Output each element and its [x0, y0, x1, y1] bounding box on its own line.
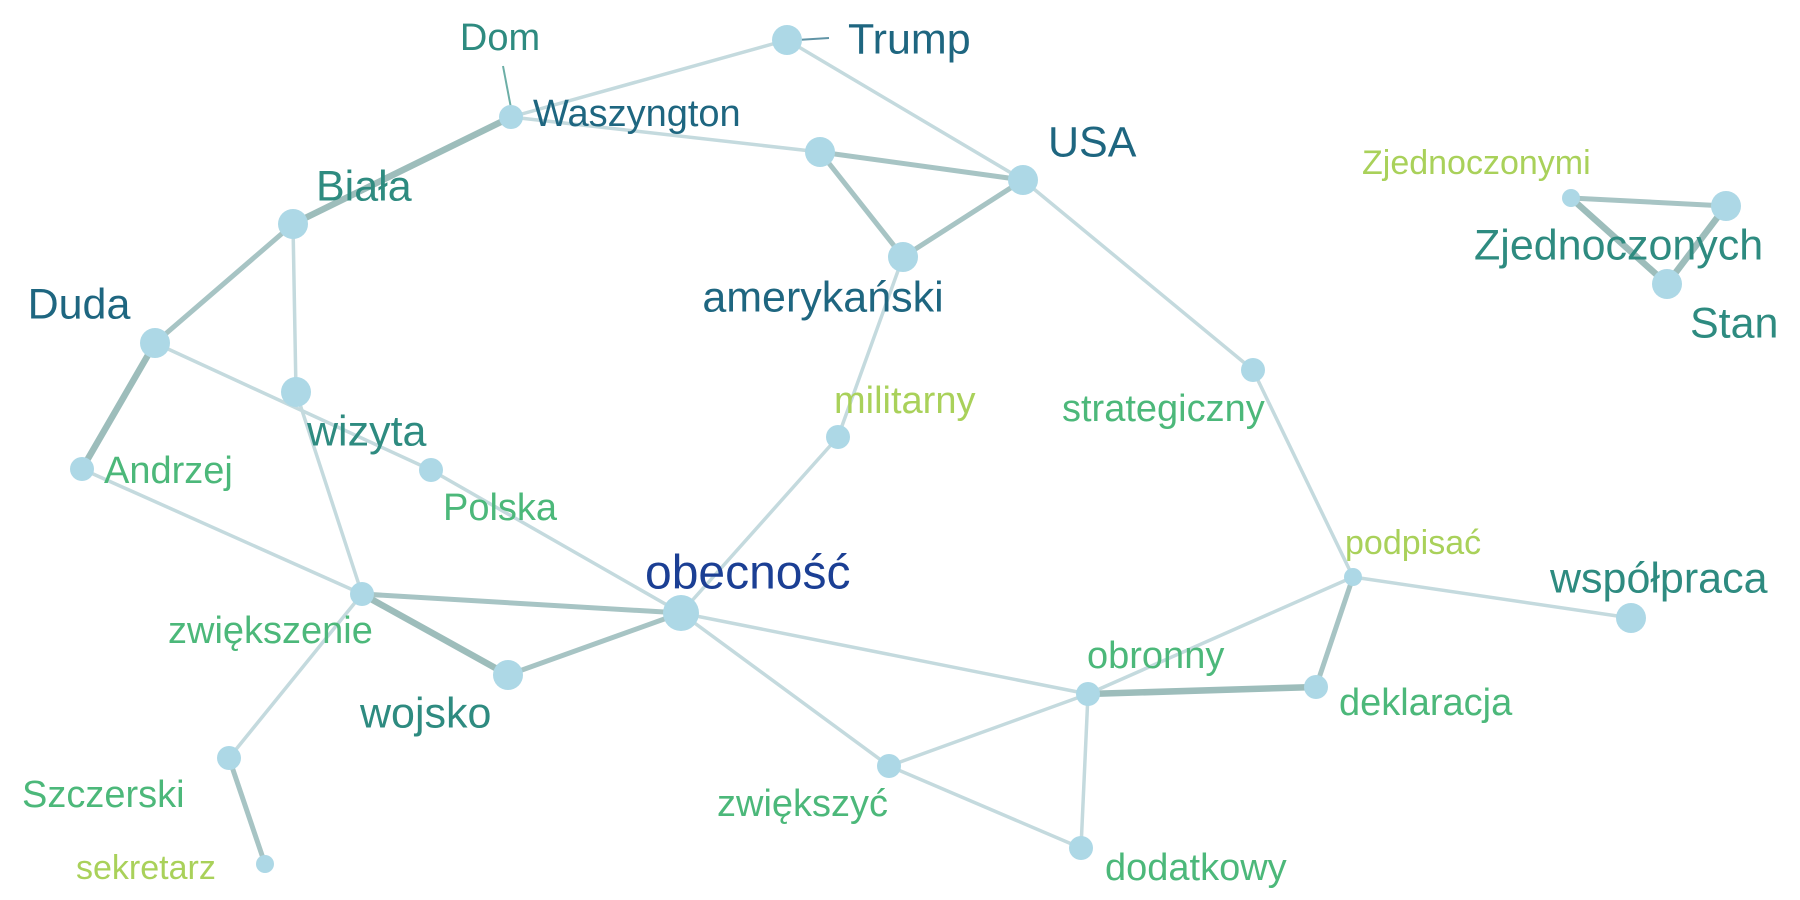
node-zjednoczonymi: [1562, 189, 1580, 207]
edge-obronny-dodatkowy: [1079, 692, 1090, 850]
edge-waszyngton-us_junction: [509, 115, 822, 154]
label-podpisac: podpisać: [1345, 524, 1481, 562]
edge-podpisac-wspolpraca: [1351, 575, 1633, 620]
label-obronny: obronny: [1087, 635, 1224, 677]
edge-zjednoczonych-stan: [1663, 202, 1730, 288]
label-wspolpraca: współpraca: [1549, 554, 1768, 602]
node-zwiekszenie: [350, 582, 374, 606]
node-biala: [278, 209, 308, 239]
edge-polska-obecnosc: [429, 468, 683, 615]
edge-militarny-obecnosc: [679, 435, 840, 615]
label-militarny: militarny: [834, 380, 975, 422]
node-polska: [419, 458, 443, 482]
node-zjednoczonych: [1711, 191, 1741, 221]
edge-zwiekszenie-obecnosc: [359, 591, 684, 616]
node-obronny: [1076, 682, 1100, 706]
node-obecnosc: [663, 595, 699, 631]
label-leader-layer: [502, 37, 830, 109]
label-waszyngton: Waszyngton: [533, 93, 741, 135]
edge-waszyngton-biala: [289, 113, 515, 228]
edge-zwiekszenie-szczerski: [227, 592, 364, 760]
edge-szczerski-sekretarz: [226, 755, 268, 867]
node-amerykanski: [888, 242, 918, 272]
label-strategiczny: strategiczny: [1062, 388, 1265, 430]
node-zwiekszyc: [877, 754, 901, 778]
edge-layer: [78, 38, 1730, 867]
label-amerykanski: amerykański: [702, 273, 943, 321]
label-szczerski: Szczerski: [22, 774, 185, 816]
edge-biala-wizyta: [291, 222, 298, 394]
node-podpisac: [1344, 568, 1362, 586]
node-duda: [140, 328, 170, 358]
node-trump: [772, 25, 802, 55]
edge-deklaracja-podpisac: [1313, 574, 1356, 690]
edge-zwiekszyc-obronny: [887, 692, 1090, 768]
edge-obecnosc-obronny: [679, 611, 1090, 696]
label-leader-dom: [502, 65, 512, 109]
label-duda: Duda: [28, 280, 131, 328]
node-wizyta: [281, 377, 311, 407]
label-leader-trump: [796, 37, 830, 41]
label-dodatkowy: dodatkowy: [1105, 847, 1287, 889]
edge-usa-amerykanski: [900, 177, 1026, 260]
node-andrzej: [70, 457, 94, 481]
edge-obecnosc-zwiekszyc: [679, 611, 891, 768]
node-militarny: [826, 425, 850, 449]
label-wizyta: wizyta: [306, 407, 427, 455]
label-trump: Trump: [848, 15, 971, 63]
edge-trump-usa: [785, 38, 1025, 182]
edge-biala-duda: [152, 221, 296, 346]
label-obecnosc: obecność: [645, 547, 850, 600]
node-layer: [70, 25, 1741, 873]
edge-trump-waszyngton: [509, 38, 789, 119]
node-usa: [1008, 165, 1038, 195]
edge-wojsko-obecnosc: [505, 610, 684, 678]
edge-zjednoczonymi-zjednoczonych: [1568, 195, 1729, 209]
node-szczerski: [217, 746, 241, 770]
node-dom: [499, 105, 523, 129]
edge-duda-andrzej: [78, 339, 159, 473]
edge-us_junction-amerykanski: [817, 149, 906, 260]
edge-usa-strategiczny: [1021, 178, 1255, 372]
label-polska: Polska: [443, 487, 558, 529]
label-stan: Stan: [1690, 299, 1778, 347]
label-biala: Biała: [316, 162, 412, 210]
edge-andrzej-zwiekszenie: [80, 467, 364, 596]
node-deklaracja: [1304, 675, 1328, 699]
edge-wizyta-zwiekszenie: [294, 390, 364, 596]
edge-zwiekszyc-dodatkowy: [887, 764, 1083, 850]
node-stan: [1652, 269, 1682, 299]
label-deklaracja: deklaracja: [1339, 682, 1513, 724]
edge-zwiekszenie-wojsko: [358, 590, 512, 679]
edge-us_junction-usa: [817, 149, 1026, 183]
label-zjednoczonymi: Zjednoczonymi: [1362, 144, 1591, 182]
label-dom: Dom: [460, 17, 540, 59]
edge-amerykanski-militarny: [836, 255, 905, 439]
node-wojsko: [493, 660, 523, 690]
label-wojsko: wojsko: [359, 689, 491, 737]
node-us_junction: [805, 137, 835, 167]
label-zwiekszenie: zwiększenie: [168, 610, 373, 652]
label-andrzej: Andrzej: [104, 450, 233, 492]
node-strategiczny: [1241, 358, 1265, 382]
node-sekretarz: [256, 855, 274, 873]
label-sekretarz: sekretarz: [76, 849, 216, 887]
edge-strategiczny-podpisac: [1251, 368, 1355, 579]
label-usa: USA: [1048, 118, 1137, 166]
edge-obronny-deklaracja: [1084, 683, 1320, 698]
label-zjednoczonych: Zjednoczonych: [1474, 221, 1763, 269]
edge-obronny-podpisac: [1086, 575, 1355, 696]
node-wspolpraca: [1616, 603, 1646, 633]
node-dodatkowy: [1069, 836, 1093, 860]
label-zwiekszyc: zwiększyć: [717, 783, 888, 825]
edge-zjednoczonymi-stan: [1567, 194, 1671, 288]
